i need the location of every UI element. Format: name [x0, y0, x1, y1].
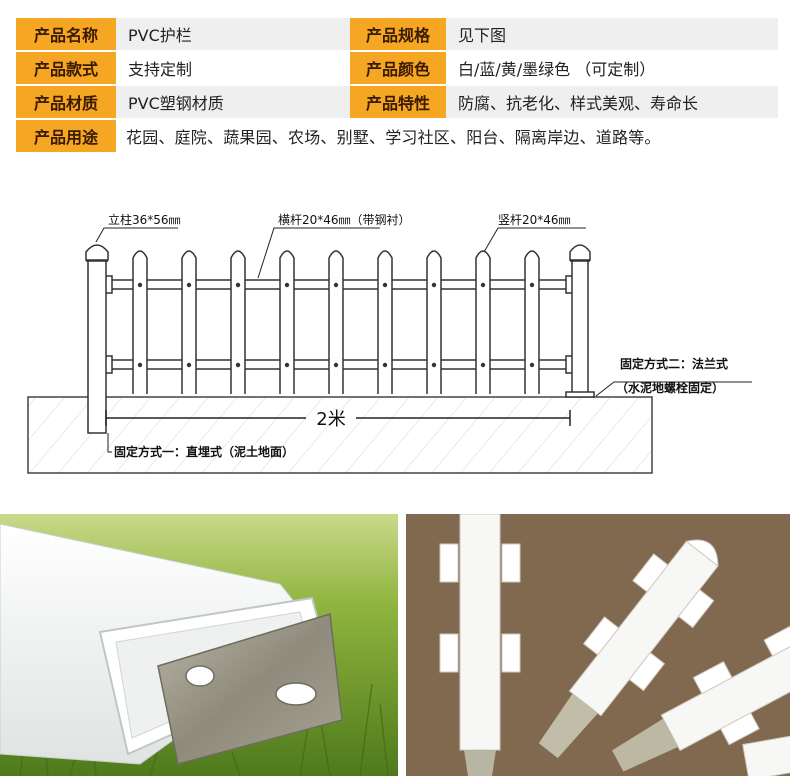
- photo-pickets-steel: [406, 514, 790, 776]
- ground-slab: [27, 396, 653, 474]
- spec-table: 产品名称 PVC护栏 产品规格 见下图 产品款式 支持定制 产品颜色 白/蓝/黄…: [16, 18, 778, 154]
- picket-diagonal-2: [612, 623, 790, 772]
- right-post: [565, 244, 595, 398]
- length-label: 2米: [316, 409, 345, 430]
- spec-label: 产品规格: [350, 18, 446, 50]
- spec-value: PVC塑钢材质: [128, 94, 224, 113]
- callout-lines: [95, 227, 752, 453]
- picket: [328, 250, 344, 394]
- left-post: [85, 244, 109, 434]
- spec-label: 产品用途: [16, 120, 116, 152]
- spec-label: 产品颜色: [350, 52, 446, 84]
- spec-value: 支持定制: [128, 60, 193, 79]
- spec-row: 产品款式 支持定制 产品颜色 白/蓝/黄/墨绿色 （可定制）: [16, 52, 778, 84]
- picket-vertical: [439, 514, 521, 776]
- length-dimension: [105, 410, 571, 426]
- spec-value: PVC护栏: [128, 26, 192, 45]
- spec-label: 产品材质: [16, 86, 116, 118]
- spec-row: 产品名称 PVC护栏 产品规格 见下图: [16, 18, 778, 50]
- pickets-steel-image: [406, 514, 790, 776]
- spec-row: 产品用途 花园、庭院、蔬果园、农场、别墅、学习社区、阳台、隔离岸边、道路等。: [16, 120, 778, 152]
- picket-diagonal-1: [538, 539, 719, 759]
- photo-post-flange: [0, 514, 398, 776]
- picket-diagonal-3: [742, 717, 790, 776]
- picket: [377, 250, 393, 394]
- picket: [279, 250, 295, 394]
- picket: [181, 250, 197, 394]
- post-flange-image: [0, 514, 398, 776]
- picket: [426, 250, 442, 394]
- picket: [230, 250, 246, 394]
- fix-method-1-label: 固定方式一：直埋式（泥土地面）: [114, 444, 294, 459]
- rail-label: 横杆20*46㎜（带钢衬）: [278, 213, 411, 227]
- spec-row: 产品材质 PVC塑钢材质 产品特性 防腐、抗老化、样式美观、寿命长: [16, 86, 778, 118]
- picket: [475, 250, 491, 394]
- spec-value: 白/蓝/黄/墨绿色 （可定制）: [458, 60, 656, 79]
- fence-diagram: 2米 立柱36*56㎜ 横杆20*46㎜（带钢衬） 竖杆20*46㎜ 固定方式二…: [27, 212, 752, 474]
- spec-value: 防腐、抗老化、样式美观、寿命长: [458, 94, 699, 113]
- spec-label: 产品特性: [350, 86, 446, 118]
- pickets: [132, 250, 540, 394]
- spec-value: 见下图: [458, 26, 507, 45]
- spec-value: 花园、庭院、蔬果园、农场、别墅、学习社区、阳台、隔离岸边、道路等。: [126, 128, 661, 147]
- fix-method-2-note: （水泥地螺栓固定）: [616, 380, 724, 395]
- picket: [132, 250, 148, 394]
- fix-method-2-title: 固定方式二：法兰式: [620, 356, 728, 371]
- spec-label: 产品名称: [16, 18, 116, 50]
- spec-label: 产品款式: [16, 52, 116, 84]
- post-label: 立柱36*56㎜: [108, 212, 181, 227]
- picket: [524, 250, 540, 394]
- picket-label: 竖杆20*46㎜: [498, 213, 571, 227]
